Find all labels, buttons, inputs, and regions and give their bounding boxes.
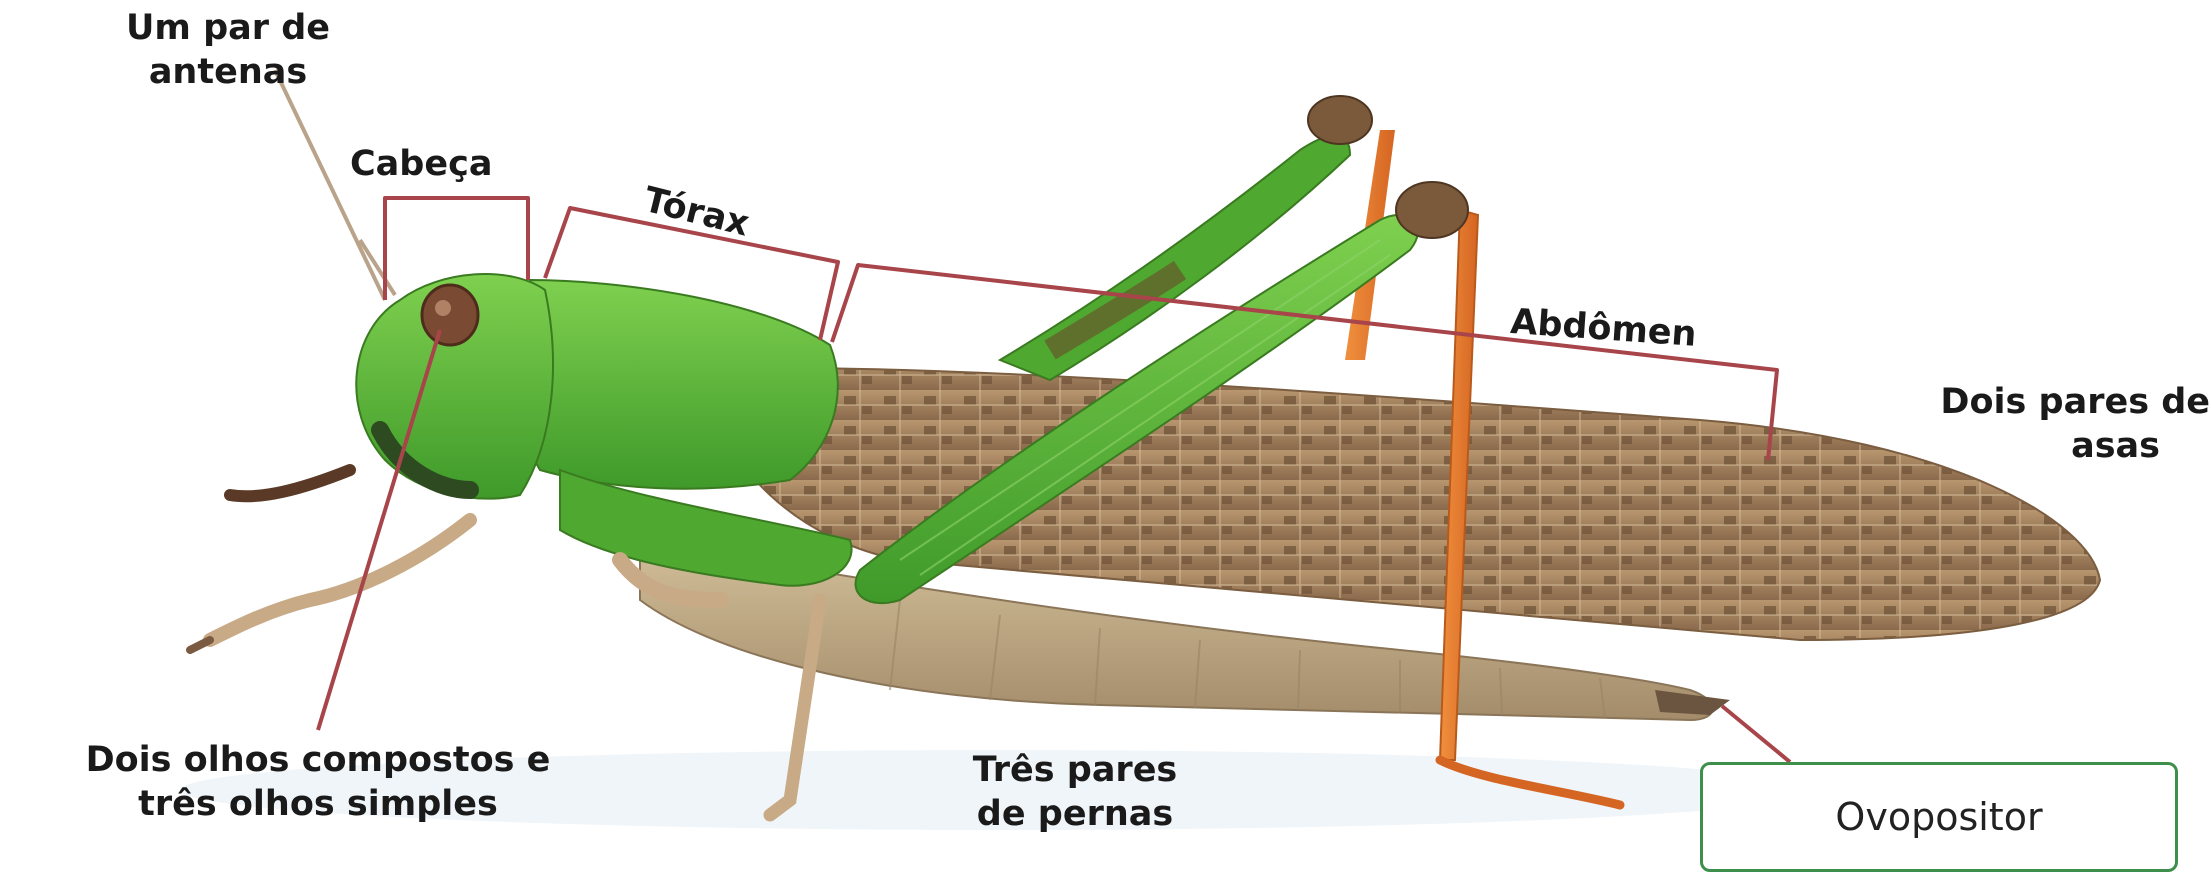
compound-eye xyxy=(422,285,478,345)
front-leg xyxy=(210,520,470,640)
hind-knee xyxy=(1396,182,1468,238)
front-far-leg xyxy=(230,470,350,496)
label-ovopositor: Ovopositor xyxy=(1835,795,2042,839)
label-cabeca: Cabeça xyxy=(350,142,492,186)
ovopositor-pointer xyxy=(1722,706,1790,762)
thorax xyxy=(514,280,838,489)
ovopositor-box: Ovopositor xyxy=(1700,762,2178,872)
